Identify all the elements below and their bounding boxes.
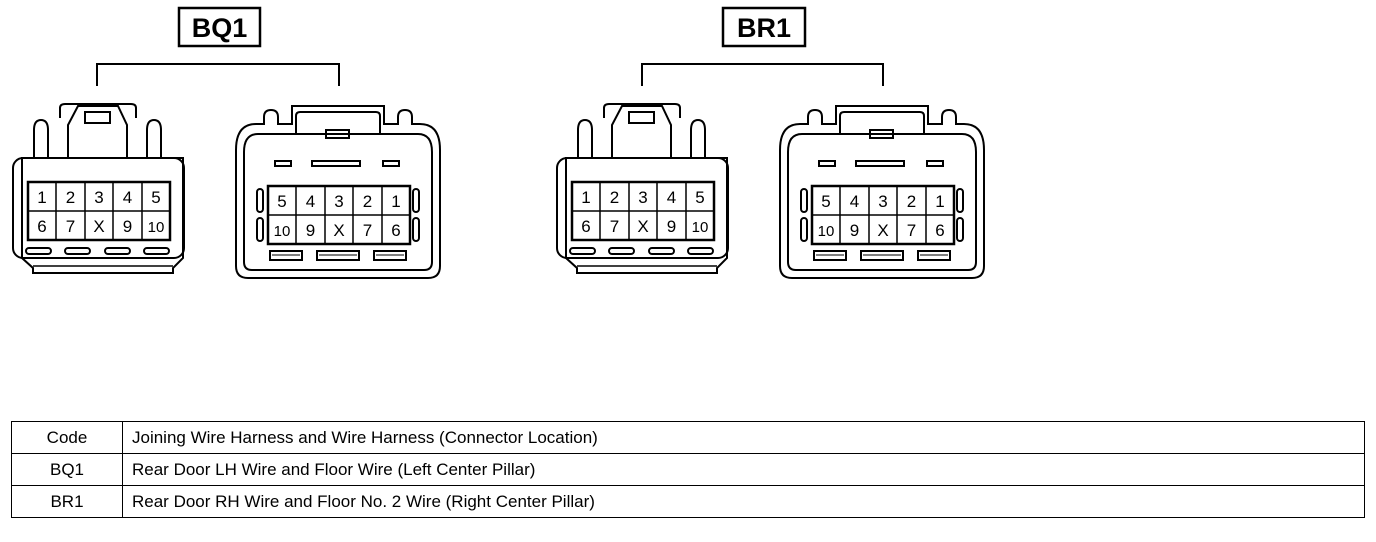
pin-label: 2: [610, 188, 619, 207]
pin-label: 7: [66, 217, 75, 236]
pin-label: 7: [610, 217, 619, 236]
pin-label: 7: [907, 221, 916, 240]
male-pin-labels: 5 4 3 2 1 10 9 X 7 6: [274, 192, 401, 240]
pin-label: 1: [581, 188, 590, 207]
connector-group-bq1: BQ1 1 2 3 4 5 6 7 X 9 10: [12, 6, 441, 279]
connector-diagram: BQ1 1 2 3 4 5 6 7 X 9 10: [12, 6, 985, 279]
pin-label: 5: [277, 192, 286, 211]
pin-label: 10: [274, 223, 291, 240]
legend-row: BQ1 Rear Door LH Wire and Floor Wire (Le…: [11, 453, 1365, 486]
pin-label: 5: [151, 188, 160, 207]
legend-header-description: Joining Wire Harness and Wire Harness (C…: [122, 421, 1365, 454]
pin-label: 3: [638, 188, 647, 207]
connector-group-br1: BR1 1 2 3 4 5: [556, 6, 985, 279]
pin-label: 4: [123, 188, 132, 207]
legend-row-description: Rear Door RH Wire and Floor No. 2 Wire (…: [122, 485, 1365, 518]
legend-row-code: BR1: [11, 485, 123, 518]
pin-label: X: [93, 217, 104, 236]
pin-label: X: [333, 221, 344, 240]
code-label-box: [721, 6, 807, 48]
connector-legend-table: Code Joining Wire Harness and Wire Harne…: [11, 421, 1365, 518]
pin-label: 5: [821, 192, 830, 211]
pin-label: 6: [581, 217, 590, 236]
pin-label: X: [877, 221, 888, 240]
legend-row: BR1 Rear Door RH Wire and Floor No. 2 Wi…: [11, 485, 1365, 518]
pin-label: 4: [667, 188, 676, 207]
pair-bracket: [96, 63, 340, 86]
legend-header-row: Code Joining Wire Harness and Wire Harne…: [11, 421, 1365, 454]
pin-label: X: [637, 217, 648, 236]
pin-label: 6: [391, 221, 400, 240]
pin-label: 3: [878, 192, 887, 211]
pin-label: 9: [667, 217, 676, 236]
code-label-bq1: BQ1: [192, 13, 248, 43]
pin-label: 4: [306, 192, 315, 211]
pin-label: 9: [850, 221, 859, 240]
pin-label: 10: [148, 219, 165, 236]
female-connector: [12, 103, 185, 274]
legend-header-code: Code: [11, 421, 123, 454]
pin-label: 1: [391, 192, 400, 211]
pin-label: 2: [363, 192, 372, 211]
legend-row-code: BQ1: [11, 453, 123, 486]
code-label-br1: BR1: [737, 13, 791, 43]
pin-label: 10: [692, 219, 709, 236]
pin-label: 6: [935, 221, 944, 240]
female-connector: [556, 103, 729, 274]
male-connector: [779, 105, 985, 279]
female-pin-labels: 1 2 3 4 5 6 7 X 9 10: [581, 188, 708, 236]
pin-label: 9: [123, 217, 132, 236]
pin-label: 2: [907, 192, 916, 211]
male-connector: [235, 105, 441, 279]
pin-label: 9: [306, 221, 315, 240]
pin-label: 3: [94, 188, 103, 207]
pin-label: 1: [935, 192, 944, 211]
pin-label: 10: [818, 223, 835, 240]
pin-label: 3: [334, 192, 343, 211]
pin-label: 5: [695, 188, 704, 207]
pin-label: 4: [850, 192, 859, 211]
pin-label: 1: [37, 188, 46, 207]
legend-row-description: Rear Door LH Wire and Floor Wire (Left C…: [122, 453, 1365, 486]
pin-label: 7: [363, 221, 372, 240]
pin-label: 6: [37, 217, 46, 236]
pin-label: 2: [66, 188, 75, 207]
pair-bracket: [641, 63, 884, 86]
female-pin-labels: 1 2 3 4 5 6 7 X 9 10: [37, 188, 164, 236]
male-pin-labels: 5 4 3 2 1 10 9 X 7 6: [818, 192, 945, 240]
code-label-box: [177, 6, 262, 48]
